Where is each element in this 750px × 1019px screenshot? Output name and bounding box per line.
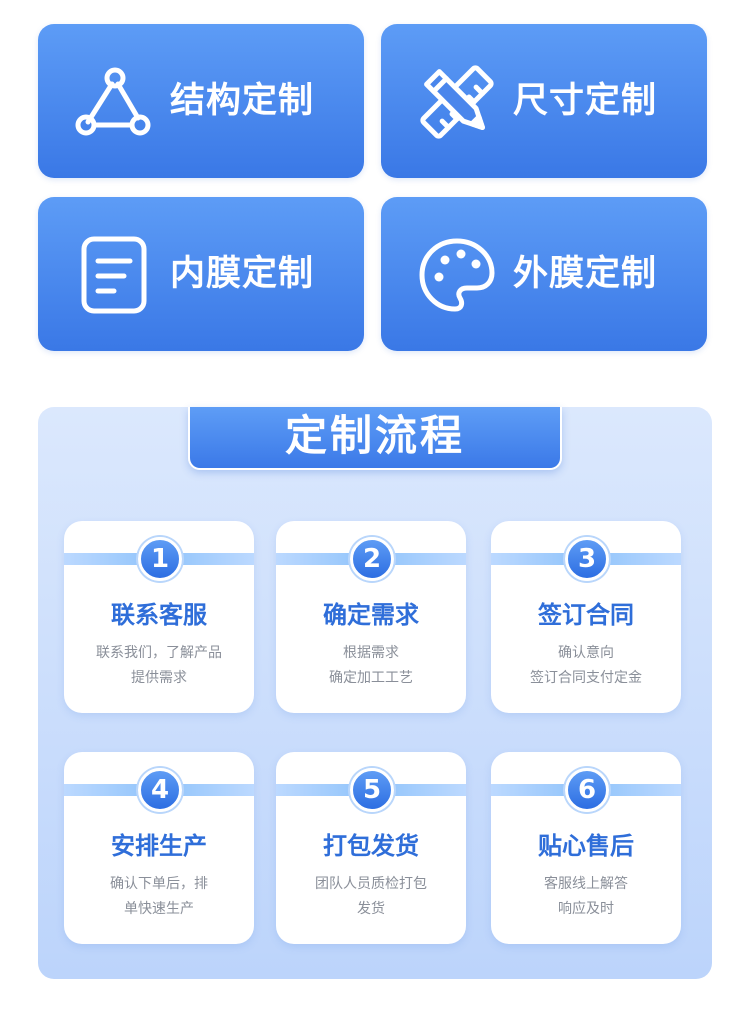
- process-step-card: 3 签订合同 确认意向 签订合同支付定金: [491, 521, 681, 713]
- category-label: 外膜定制: [513, 254, 658, 294]
- category-label: 结构定制: [170, 81, 315, 121]
- step-desc-line: 根据需求: [343, 645, 399, 661]
- step-desc-line: 确认意向: [558, 645, 614, 661]
- category-label: 尺寸定制: [513, 81, 658, 121]
- step-description: 确认意向 签订合同支付定金: [497, 641, 675, 691]
- structure-node-icon: [74, 62, 154, 142]
- step-description: 客服线上解答 响应及时: [497, 872, 675, 922]
- step-number-badge: 1: [138, 537, 182, 581]
- step-title: 打包发货: [323, 832, 419, 860]
- step-number-badge: 5: [350, 768, 394, 812]
- document-lines-icon: [74, 235, 154, 315]
- step-desc-line: 确认下单后，排: [110, 876, 208, 892]
- step-desc-line: 联系我们，了解产品: [96, 645, 222, 661]
- step-description: 联系我们，了解产品 提供需求: [70, 641, 248, 691]
- step-desc-line: 响应及时: [558, 901, 614, 917]
- category-card-size[interactable]: 尺寸定制: [381, 24, 707, 178]
- process-step-card: 2 确定需求 根据需求 确定加工工艺: [276, 521, 466, 713]
- step-desc-line: 提供需求: [131, 670, 187, 686]
- step-desc-line: 签订合同支付定金: [530, 670, 642, 686]
- ruler-pencil-icon: [417, 62, 497, 142]
- step-description: 根据需求 确定加工工艺: [282, 641, 460, 691]
- category-card-outer-film[interactable]: 外膜定制: [381, 197, 707, 351]
- step-title: 签订合同: [538, 601, 634, 629]
- step-desc-line: 客服线上解答: [544, 876, 628, 892]
- category-label: 内膜定制: [170, 254, 315, 294]
- process-step-card: 4 安排生产 确认下单后，排 单快速生产: [64, 752, 254, 944]
- process-step-card: 5 打包发货 团队人员质检打包 发货: [276, 752, 466, 944]
- step-number-badge: 6: [565, 768, 609, 812]
- process-title: 定制流程: [188, 407, 562, 470]
- step-desc-line: 团队人员质检打包: [315, 876, 427, 892]
- step-desc-line: 发货: [357, 901, 385, 917]
- step-number-badge: 4: [138, 768, 182, 812]
- process-step-card: 6 贴心售后 客服线上解答 响应及时: [491, 752, 681, 944]
- step-title: 确定需求: [323, 601, 419, 629]
- step-desc-line: 确定加工工艺: [329, 670, 413, 686]
- step-description: 确认下单后，排 单快速生产: [70, 872, 248, 922]
- step-title: 安排生产: [111, 832, 207, 860]
- category-card-inner-film[interactable]: 内膜定制: [38, 197, 364, 351]
- process-step-card: 1 联系客服 联系我们，了解产品 提供需求: [64, 521, 254, 713]
- step-desc-line: 单快速生产: [124, 901, 194, 917]
- step-description: 团队人员质检打包 发货: [282, 872, 460, 922]
- step-title: 联系客服: [111, 601, 207, 629]
- step-number-badge: 2: [350, 537, 394, 581]
- category-card-structure[interactable]: 结构定制: [38, 24, 364, 178]
- step-number-badge: 3: [565, 537, 609, 581]
- step-title: 贴心售后: [538, 832, 634, 860]
- palette-icon: [417, 235, 497, 315]
